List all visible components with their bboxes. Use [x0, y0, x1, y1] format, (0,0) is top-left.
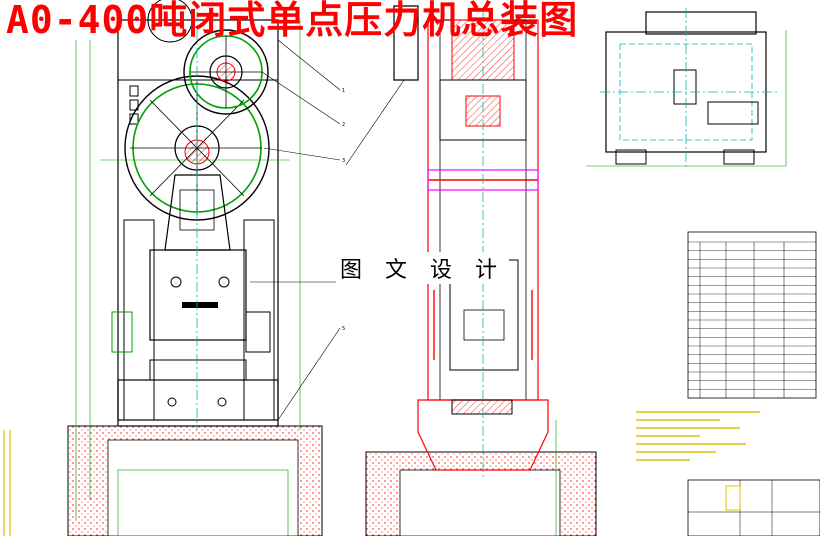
front-view: 1 2 3 4 5	[67, 0, 345, 536]
side-view	[345, 5, 597, 536]
drawing-title: A0-400吨闭式单点压力机总装图	[6, 0, 579, 42]
callout-1: 1	[342, 88, 345, 94]
title-block	[687, 479, 820, 536]
pinion-gear	[183, 29, 269, 115]
top-view	[586, 8, 787, 170]
bed	[117, 379, 279, 427]
callout-5: 5	[342, 326, 345, 332]
watermark: 图 文 设 计	[336, 252, 509, 284]
spec-table	[687, 231, 817, 399]
callout-2: 2	[342, 122, 345, 128]
callout-3: 3	[342, 158, 345, 164]
technical-notes	[636, 411, 760, 461]
slide-block	[149, 249, 247, 341]
